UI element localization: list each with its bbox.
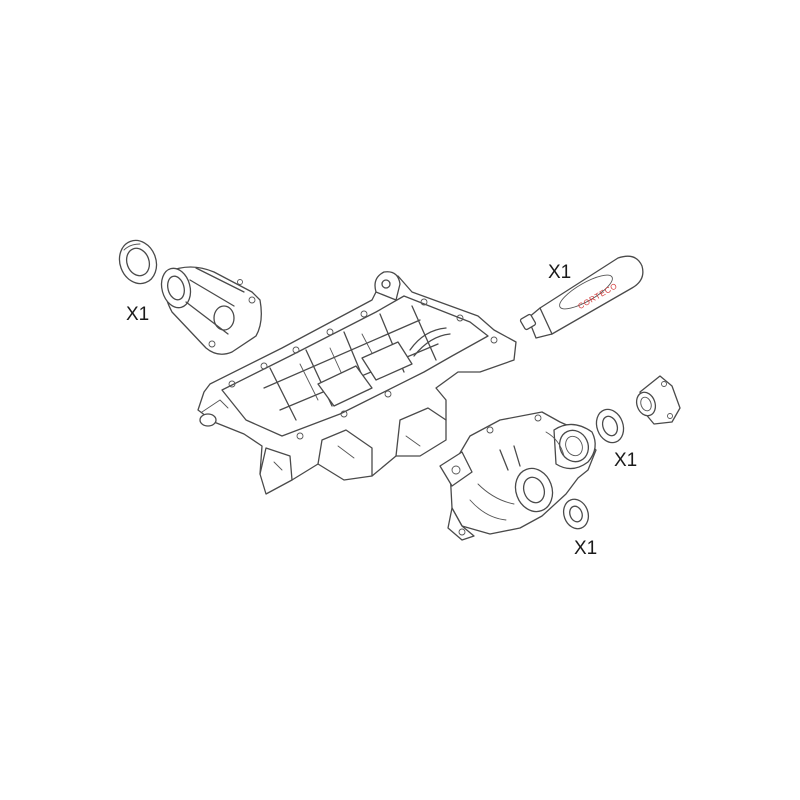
output-flange bbox=[635, 375, 681, 425]
sealant-qty-label: X1 bbox=[548, 262, 571, 283]
pinion-seal-qty-label: X1 bbox=[126, 304, 149, 325]
pinion-seal-ring bbox=[118, 239, 158, 285]
side-seal-qty-label: X1 bbox=[614, 450, 637, 471]
axle-seal-ring bbox=[562, 498, 590, 530]
differential-housing bbox=[439, 411, 597, 541]
axle-seal-qty-label: X1 bbox=[574, 538, 597, 559]
sealant-tube: CORTECO bbox=[519, 255, 644, 339]
oil-pan-housing bbox=[197, 271, 517, 495]
side-output-seal-ring bbox=[595, 408, 625, 444]
pinion-flange-housing bbox=[160, 266, 262, 355]
